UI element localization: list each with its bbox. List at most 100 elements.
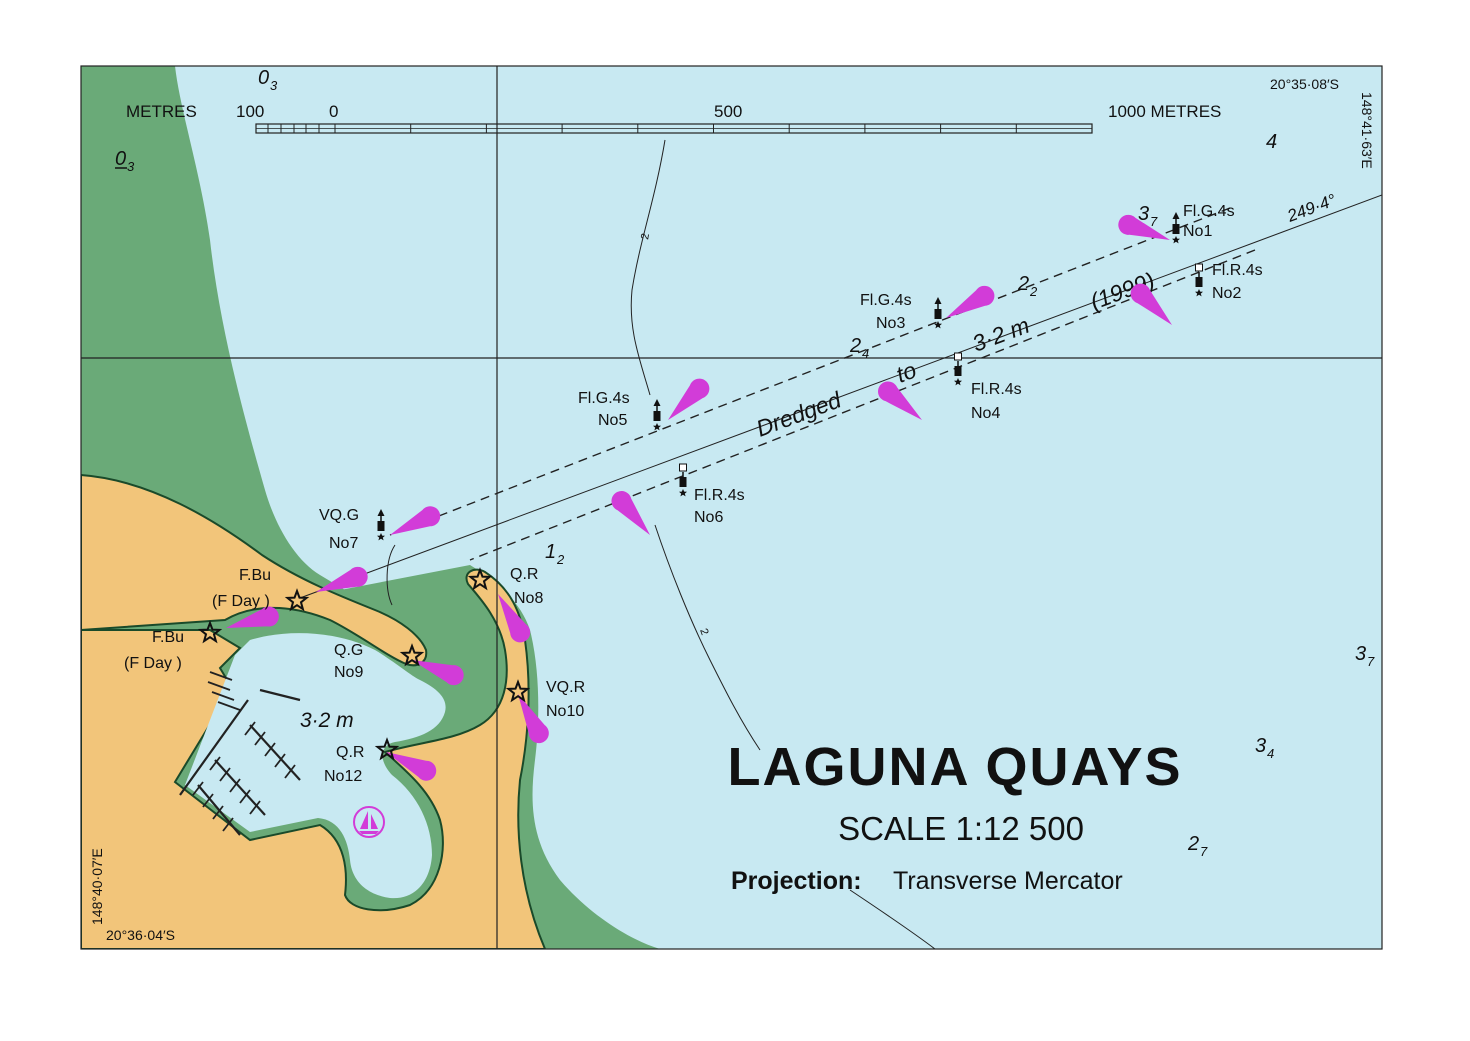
sounding-value: 4 (1266, 131, 1277, 153)
light-char-no7: VQ.G (319, 507, 359, 524)
light-char-no10: VQ.R (546, 679, 585, 696)
contour-label-north: 2 (639, 232, 652, 240)
sounding-subscript: 3 (127, 159, 135, 174)
contour-2m-south (654, 524, 761, 751)
light-flares (226, 214, 1172, 781)
light-char-fbu-east: F.Bu (239, 567, 271, 584)
beacon-icon (653, 399, 661, 431)
light-flare (878, 381, 922, 420)
light-flare (518, 694, 549, 744)
marina-pontoons (179, 671, 301, 836)
light-flare (226, 606, 279, 628)
basin-depth: 3·2 m (300, 709, 354, 732)
scale-tick-500: 500 (714, 102, 742, 121)
light-flare (946, 285, 995, 318)
beacon-icon (679, 463, 687, 497)
scale-tick-1000: 1000 METRES (1108, 102, 1221, 121)
scale-unit-left: METRES (126, 102, 197, 121)
projection-label: Projection: (731, 867, 862, 895)
light-name-fbu-west: (F Day ) (124, 655, 182, 672)
contour-label-south: 2 (697, 627, 710, 637)
coord-top-right-lon: 148°41·63′E (1359, 92, 1375, 169)
sounding-value: 0 (258, 67, 269, 89)
star-icon (284, 588, 310, 612)
sounding-value: 1 (545, 541, 556, 563)
light-flare (390, 506, 441, 535)
sounding-subscript: 4 (1267, 746, 1274, 761)
channel-edge-south (469, 249, 1256, 561)
light-name-no5: No5 (598, 412, 627, 429)
sounding-value: 2 (849, 335, 861, 357)
scale-tick-0: 0 (329, 102, 338, 121)
light-name-no8: No8 (514, 590, 543, 607)
contour-2m-west (386, 544, 396, 606)
light-char-no1: Fl.G.4s (1183, 203, 1235, 220)
beacon-icon (1172, 212, 1180, 244)
light-char-no6: Fl.R.4s (694, 487, 745, 504)
coord-top-right-lat: 20°35·08′S (1270, 76, 1339, 92)
light-name-fbu-east: (F Day ) (212, 593, 270, 610)
light-flare (412, 660, 464, 686)
land-north-spit (81, 473, 428, 667)
sounding-subscript: 7 (1200, 844, 1208, 859)
star-icon (467, 567, 493, 591)
light-flare (386, 752, 437, 781)
chart-scale: SCALE 1:12 500 (838, 810, 1084, 847)
sounding-subscript: 2 (1029, 284, 1038, 299)
star-icon (197, 620, 223, 644)
sounding-subscript: 7 (1367, 654, 1375, 669)
sailboat-icon (353, 806, 385, 838)
light-flare (316, 566, 368, 592)
sounding-value: 2 (1187, 833, 1199, 855)
channel-leading-line (299, 194, 1382, 599)
star-icon (374, 737, 400, 761)
beacons (377, 212, 1203, 541)
light-name-no6: No6 (694, 509, 723, 526)
light-char-no9: Q.G (334, 642, 363, 659)
beacon-icon (934, 297, 942, 329)
light-flare (1130, 283, 1172, 325)
beacon-icon (954, 352, 962, 386)
channel-edge-north (389, 207, 1231, 536)
light-flare (498, 594, 531, 643)
sounding-subscript: 3 (270, 78, 278, 93)
light-char-no8: Q.R (510, 566, 538, 583)
light-name-no2: No2 (1212, 285, 1241, 302)
light-char-no2: Fl.R.4s (1212, 262, 1263, 279)
sounding-subscript: 4 (862, 346, 869, 361)
light-flare (1118, 214, 1170, 240)
coord-bottom-left-lat: 20°36·04′S (106, 927, 175, 943)
sounding-value: 3 (1255, 735, 1266, 757)
sounding-subscript: 2 (556, 552, 565, 567)
sounding-value: 0 (115, 148, 126, 170)
light-name-no9: No9 (334, 664, 363, 681)
light-name-no7: No7 (329, 535, 358, 552)
star-icon (399, 643, 425, 667)
beacon-icon (377, 509, 385, 541)
light-char-no12: Q.R (336, 744, 364, 761)
sounding-value: 3 (1138, 203, 1149, 225)
star-icon (505, 679, 531, 703)
scale-tick-100: 100 (236, 102, 264, 121)
light-char-no4: Fl.R.4s (971, 381, 1022, 398)
light-char-no3: Fl.G.4s (860, 292, 912, 309)
light-name-no10: No10 (546, 703, 584, 720)
light-labels: Fl.G.4s No1 Fl.R.4s No2 Fl.G.4s No3 Fl.R… (124, 203, 1263, 785)
chart-frame (80, 65, 1383, 950)
light-stars (197, 567, 531, 761)
light-name-no3: No3 (876, 315, 905, 332)
contour-2m-north (630, 139, 666, 396)
light-name-no12: No12 (324, 768, 362, 785)
sounding-subscript: 7 (1150, 214, 1158, 229)
light-name-no4: No4 (971, 405, 1000, 422)
light-char-fbu-west: F.Bu (152, 629, 184, 646)
